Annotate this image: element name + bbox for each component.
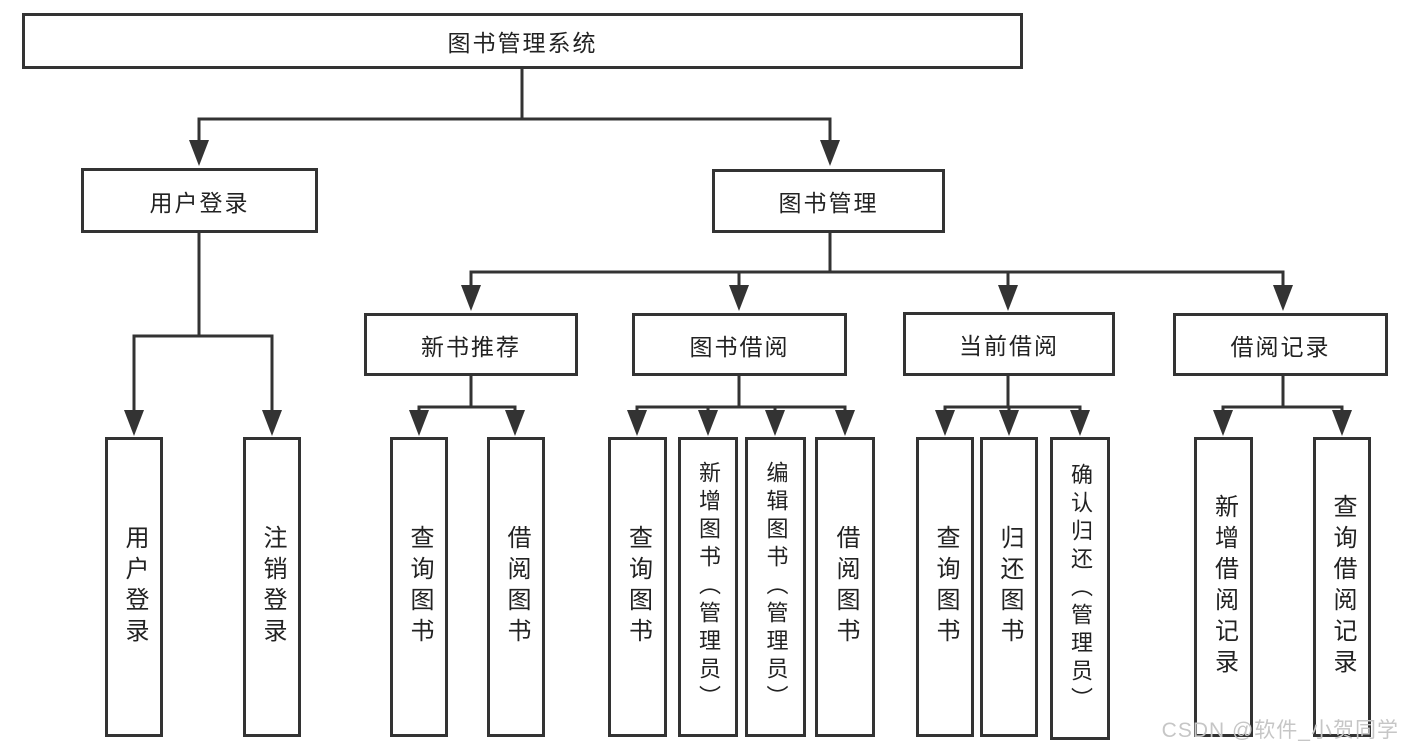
- node-leaf-user-login: 用户登录: [105, 437, 163, 737]
- node-borrowing-records-label: 借阅记录: [1230, 333, 1331, 360]
- node-leaf-recommend-query-books-label: 查询图书: [406, 525, 433, 649]
- node-user-login: 用户登录: [81, 168, 318, 233]
- node-leaf-current-query-books: 查询图书: [916, 437, 974, 737]
- node-book-borrowing: 图书借阅: [632, 313, 847, 376]
- node-leaf-edit-books-admin: 编辑图书（管理员）: [745, 437, 806, 737]
- node-book-management: 图书管理: [712, 169, 945, 233]
- node-leaf-edit-books-admin-label: 编辑图书（管理员）: [763, 461, 789, 713]
- node-leaf-confirm-return-admin: 确认归还（管理员）: [1050, 437, 1110, 740]
- node-user-login-label: 用户登录: [149, 189, 250, 216]
- node-new-book-recommendation: 新书推荐: [364, 313, 578, 376]
- node-leaf-user-login-label: 用户登录: [121, 525, 148, 649]
- node-leaf-recommend-borrow-books-label: 借阅图书: [503, 525, 530, 649]
- node-leaf-add-books-admin: 新增图书（管理员）: [678, 437, 738, 737]
- connector-arrowheads: [124, 140, 1352, 436]
- node-current-borrowing-label: 当前借阅: [959, 333, 1059, 359]
- node-leaf-borrow-books-label: 借阅图书: [832, 525, 859, 649]
- node-current-borrowing: 当前借阅: [903, 312, 1115, 376]
- node-new-book-recommendation-label: 新书推荐: [421, 333, 521, 360]
- node-leaf-logout-label: 注销登录: [259, 525, 286, 649]
- node-leaf-query-borrow-record: 查询借阅记录: [1313, 437, 1371, 737]
- node-leaf-add-borrow-record: 新增借阅记录: [1194, 437, 1253, 737]
- node-leaf-return-books-label: 归还图书: [996, 525, 1023, 649]
- node-library-system: 图书管理系统: [22, 13, 1023, 69]
- node-leaf-add-borrow-record-label: 新增借阅记录: [1210, 494, 1238, 680]
- node-leaf-query-borrow-record-label: 查询借阅记录: [1329, 494, 1356, 680]
- node-leaf-borrow-books: 借阅图书: [815, 437, 875, 737]
- node-leaf-recommend-query-books: 查询图书: [390, 437, 448, 737]
- watermark: CSDN @软件_小贺同学: [1161, 719, 1399, 742]
- node-leaf-return-books: 归还图书: [980, 437, 1038, 737]
- node-leaf-borrow-query-books-label: 查询图书: [624, 525, 652, 649]
- node-leaf-borrow-query-books: 查询图书: [608, 437, 667, 737]
- node-borrowing-records: 借阅记录: [1173, 313, 1388, 376]
- node-leaf-current-query-books-label: 查询图书: [932, 525, 959, 649]
- node-book-management-label: 图书管理: [778, 190, 879, 216]
- node-leaf-logout: 注销登录: [243, 437, 301, 737]
- node-leaf-confirm-return-admin-label: 确认归还（管理员）: [1068, 462, 1093, 715]
- node-book-borrowing-label: 图书借阅: [689, 333, 790, 360]
- node-library-system-label: 图书管理系统: [447, 30, 598, 56]
- node-leaf-add-books-admin-label: 新增图书（管理员）: [696, 461, 721, 713]
- node-leaf-recommend-borrow-books: 借阅图书: [487, 437, 545, 737]
